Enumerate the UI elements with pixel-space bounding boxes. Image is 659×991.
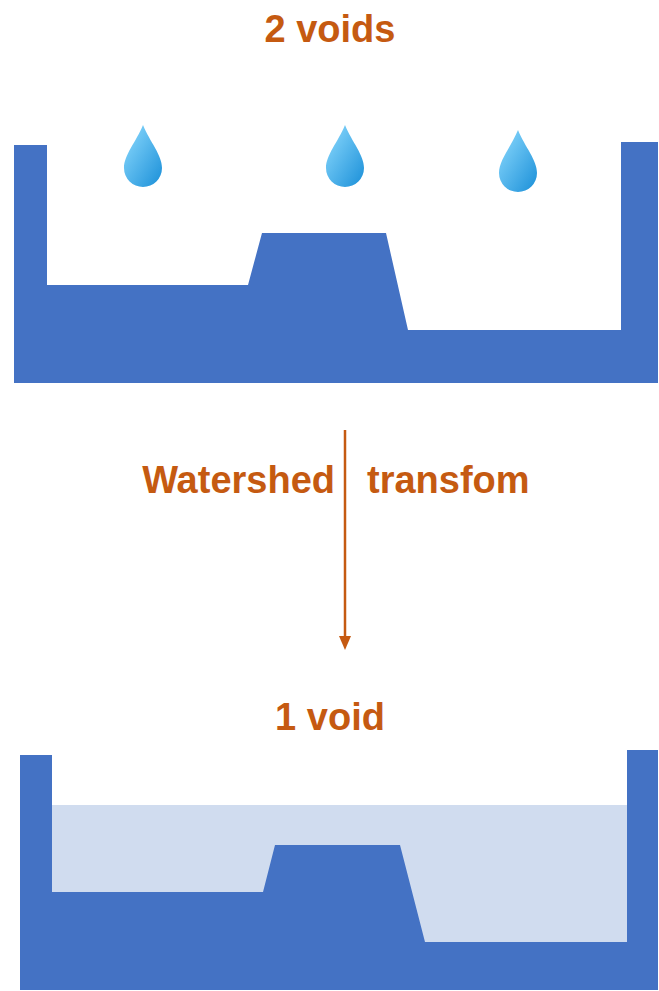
result-label: 1 void (275, 697, 385, 739)
water-drops (124, 125, 537, 192)
basin-profile-flooded (20, 750, 658, 990)
flow-arrow (339, 430, 351, 650)
process-label: Watershed (142, 460, 335, 502)
heading-label: 2 voids (265, 9, 396, 51)
process-label: transfom (367, 460, 530, 502)
